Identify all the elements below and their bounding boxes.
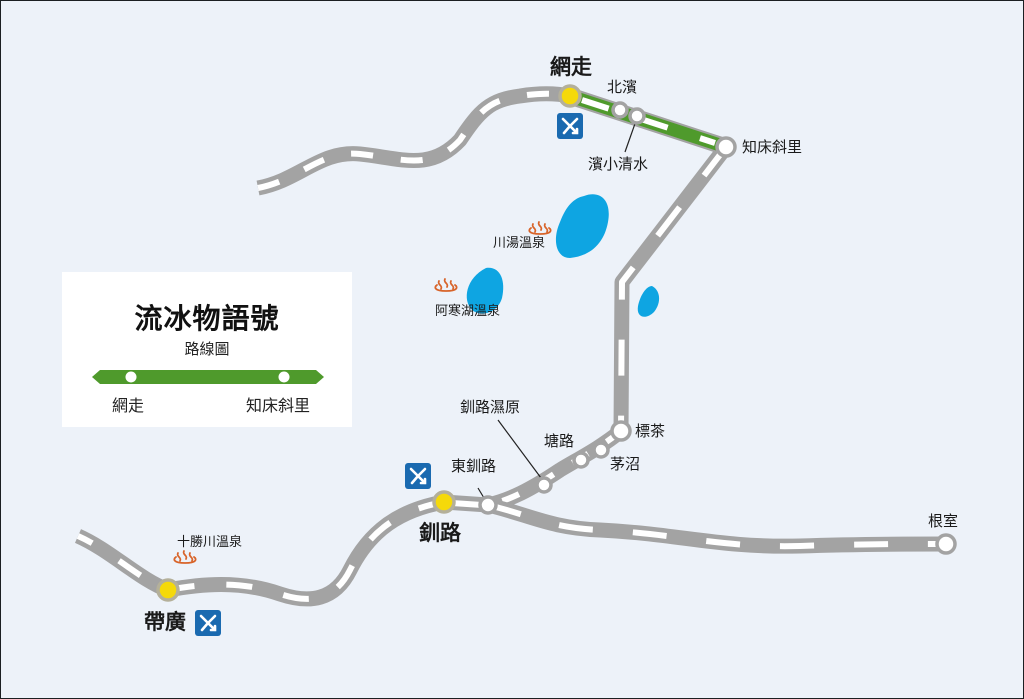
station-dot-kitahama xyxy=(611,101,629,119)
station-dot-kayanuma xyxy=(592,441,610,459)
hot-spring-icon-akanko xyxy=(434,278,458,292)
lake-akan xyxy=(466,267,504,314)
station-label-hamakoshimizu: 濱小清水 xyxy=(588,155,649,173)
legend-start-label: 網走 xyxy=(112,396,145,415)
lake-mashu xyxy=(637,286,660,317)
onsen-label-akanko: 阿寒湖溫泉 xyxy=(435,304,501,319)
track-nemuro-west xyxy=(74,494,446,607)
hot-spring-icon-tokachigawa xyxy=(173,550,197,564)
station-label-shiretokoshari: 知床斜里 xyxy=(742,138,803,156)
station-dot-obihiro xyxy=(156,578,180,602)
station-dot-toro xyxy=(572,451,590,469)
station-label-kayanuma: 茅沼 xyxy=(610,455,641,473)
track-senmo-north xyxy=(613,142,732,432)
station-label-kushiroshitsugen: 釧路濕原 xyxy=(460,398,521,416)
station-dot-hamakoshimizu xyxy=(628,107,646,125)
airplane-icon-kushiro xyxy=(405,463,431,489)
legend-end-label: 知床斜里 xyxy=(246,396,311,415)
legend-line-swatch xyxy=(92,370,324,384)
station-label-toro: 塘路 xyxy=(544,432,575,450)
station-dot-kushiroshitsugen xyxy=(535,476,553,494)
station-label-higashikushiro: 東釧路 xyxy=(451,457,497,475)
legend-subtitle: 路線圖 xyxy=(184,340,230,358)
station-dot-shibecha xyxy=(610,420,632,442)
track-sekihoku xyxy=(256,86,572,196)
onsen-label-kawayu: 川湯溫泉 xyxy=(493,236,546,251)
station-dot-shiretokoshari xyxy=(715,136,737,158)
airplane-icon-obihiro xyxy=(195,610,221,636)
station-dot-abashiri xyxy=(558,84,582,108)
legend-title: 流冰物語號 xyxy=(134,302,280,335)
station-dot-kushiro xyxy=(432,490,456,514)
station-label-nemuro: 根室 xyxy=(928,512,959,530)
station-dot-nemuro xyxy=(935,533,957,555)
station-label-abashiri: 網走 xyxy=(550,55,592,79)
station-dot-higashikushiro xyxy=(478,495,498,515)
hot-spring-icon-kawayu xyxy=(528,221,552,235)
station-label-shibecha: 標茶 xyxy=(635,422,666,440)
station-label-kushiro: 釧路 xyxy=(419,521,461,545)
legend-panel: 流冰物語號 路線圖 網走 知床斜里 xyxy=(62,272,352,427)
station-label-obihiro: 帶廣 xyxy=(144,610,186,634)
airplane-icon-memanbetsu xyxy=(557,113,583,139)
station-label-kitahama: 北濱 xyxy=(607,78,638,96)
onsen-label-tokachigawa: 十勝川溫泉 xyxy=(177,535,243,550)
leader-kushiroshitsugen xyxy=(497,419,545,483)
lake-kussharo xyxy=(555,194,609,258)
